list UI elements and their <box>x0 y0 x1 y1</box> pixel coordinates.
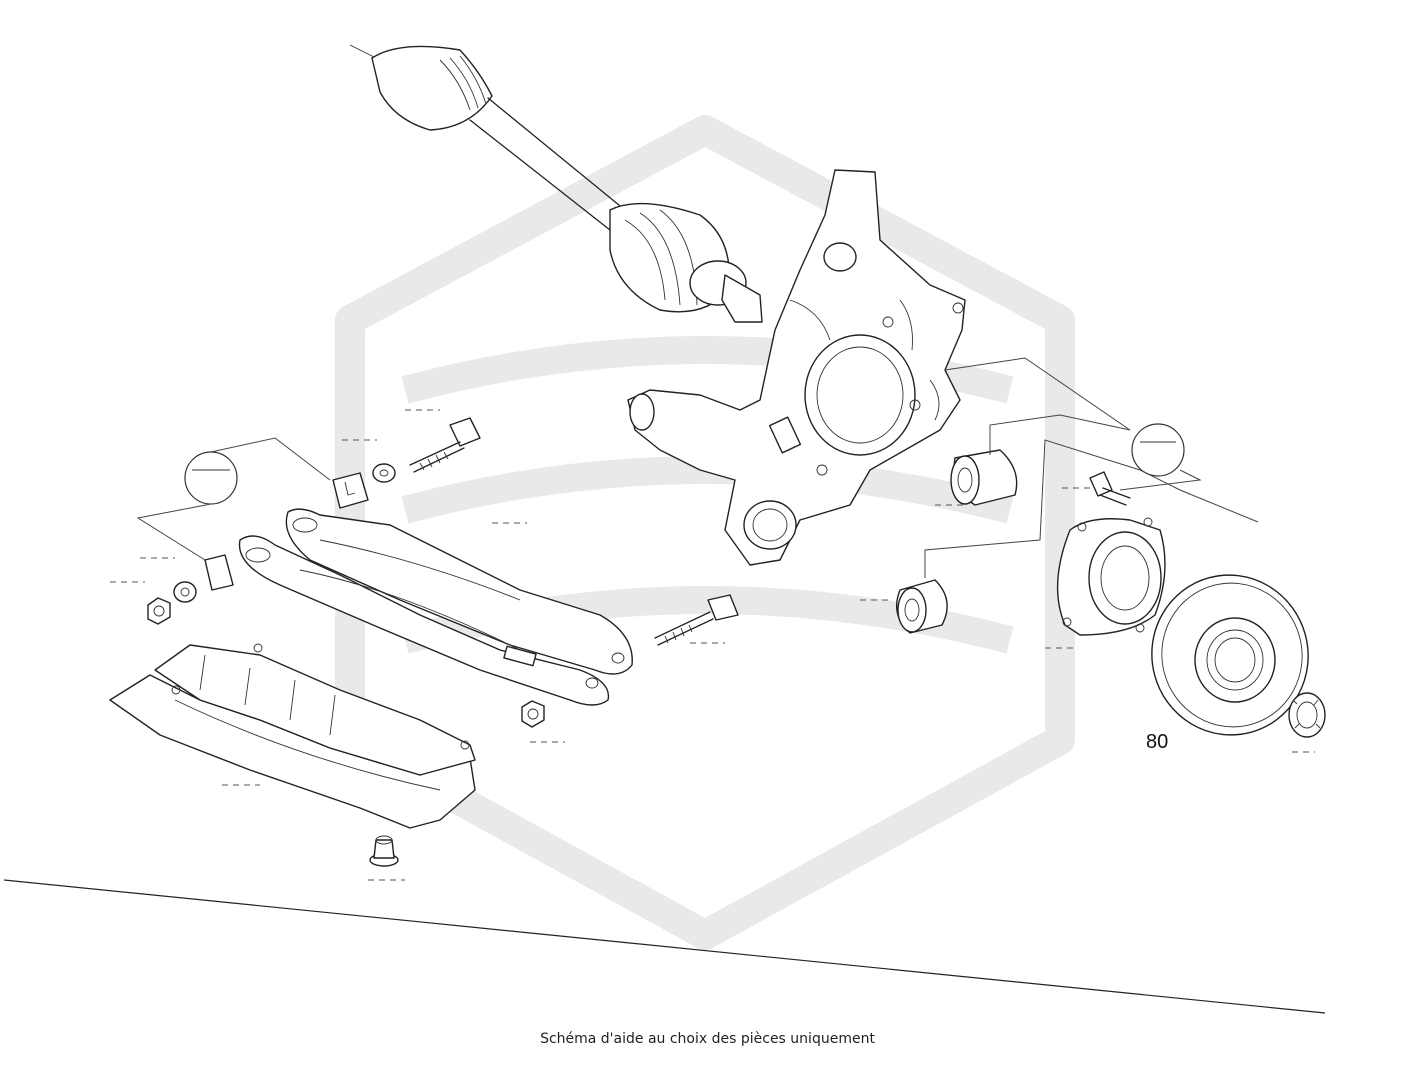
brake-disc <box>1151 574 1309 736</box>
control-arm <box>238 508 633 706</box>
leader-lines <box>136 357 1259 578</box>
reference-marks <box>110 409 1315 881</box>
arm-nut <box>521 700 545 728</box>
hub-nut <box>1288 692 1326 738</box>
shield-clip <box>369 835 399 867</box>
lower-link-hardware <box>147 554 234 625</box>
drive-shaft <box>349 44 763 323</box>
underbody-shield <box>109 643 476 829</box>
ground-line <box>3 879 1326 1014</box>
diagram-caption: Schéma d'aide au choix des pièces unique… <box>540 1031 875 1047</box>
upper-link-hardware <box>332 417 481 509</box>
callout-ball-left <box>184 451 238 505</box>
bushing-lower <box>896 579 948 634</box>
callout-ball-right <box>1131 423 1185 477</box>
bushing-upper <box>950 449 1018 506</box>
lower-link-bolt <box>654 594 739 646</box>
hub-bolt <box>1089 471 1131 506</box>
wheel-carrier <box>627 169 966 566</box>
wheel-hub <box>1056 517 1166 636</box>
part-label-brake-disc: 80 <box>1146 731 1168 753</box>
